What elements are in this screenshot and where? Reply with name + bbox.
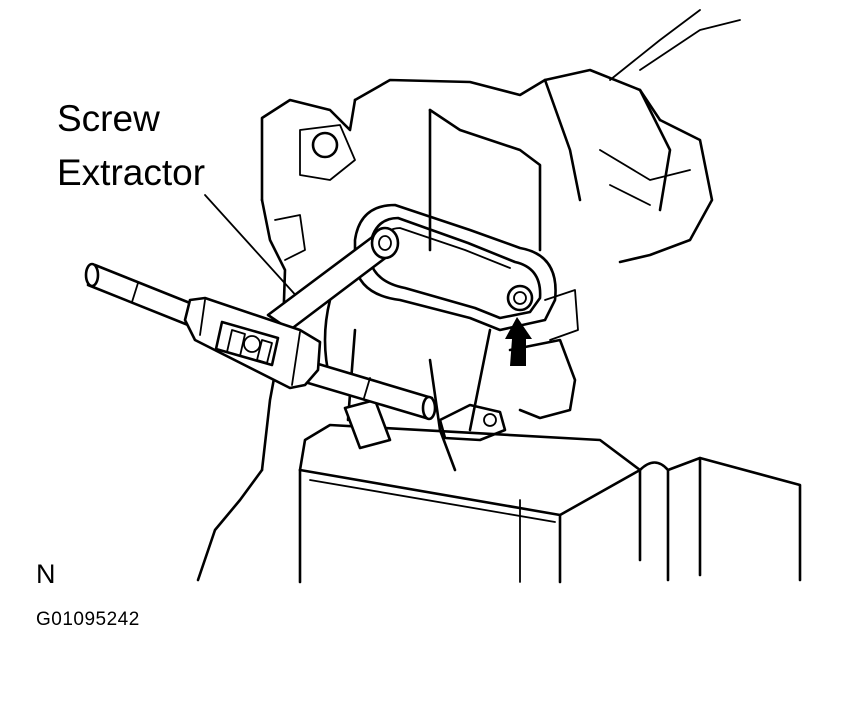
stud-location [505, 284, 534, 366]
bracket-ring [353, 203, 557, 332]
callout-label-line-2: Extractor [57, 152, 206, 193]
figure-code: G01095242 [36, 609, 140, 630]
direction-arrow-icon [505, 317, 532, 366]
screw-extractor [266, 226, 400, 332]
view-letter: N [36, 559, 56, 589]
callout-leader [204, 194, 301, 301]
bench-vise [298, 423, 802, 584]
tap-wrench [84, 262, 437, 421]
callout-label-line-1: Screw [57, 98, 160, 139]
steering-knuckle [196, 9, 741, 582]
